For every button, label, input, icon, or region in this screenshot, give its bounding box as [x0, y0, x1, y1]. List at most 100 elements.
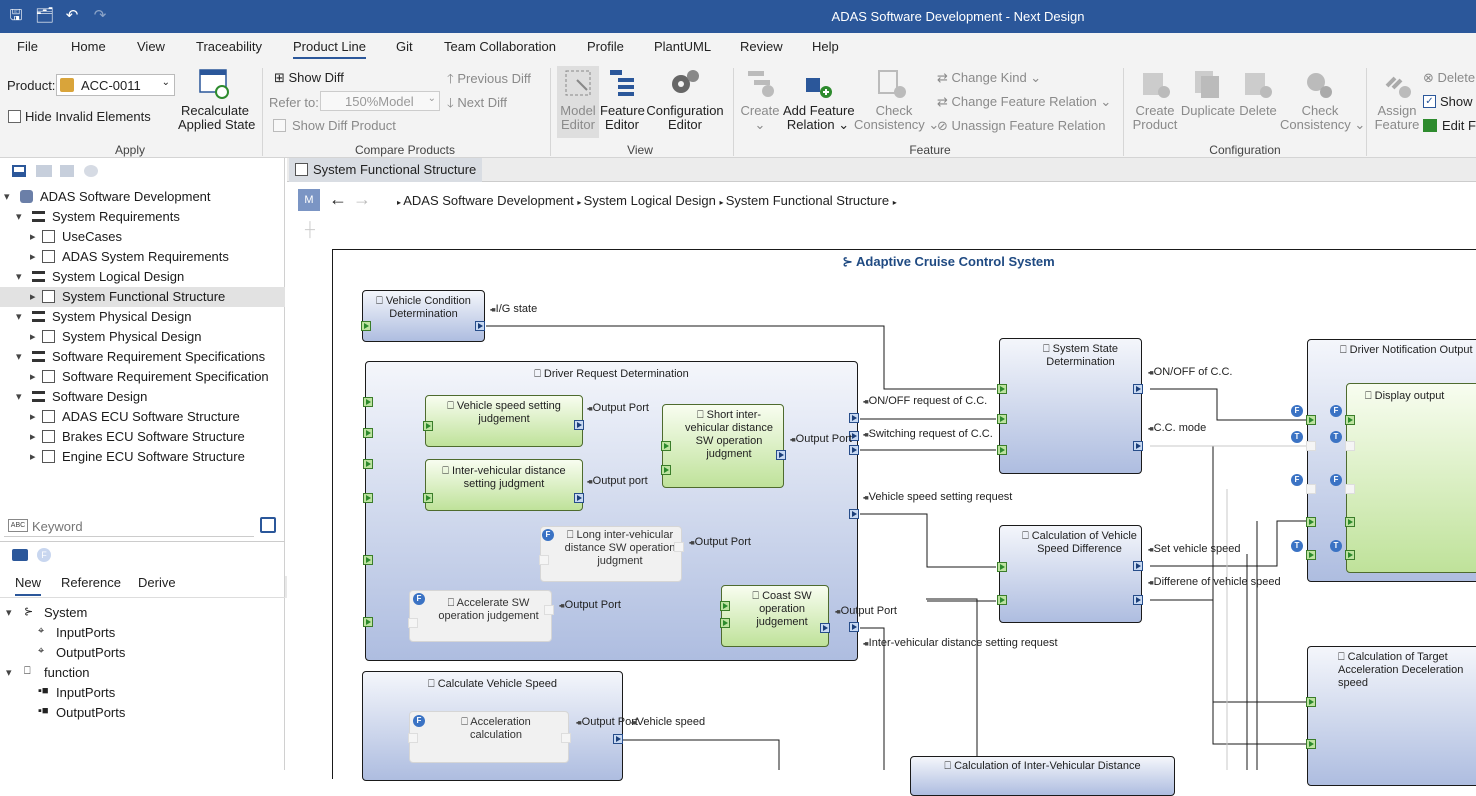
- palette-item[interactable]: ⌖InputPorts: [0, 623, 285, 643]
- output-port[interactable]: [1133, 441, 1143, 451]
- output-port[interactable]: [1133, 384, 1143, 394]
- chevron-right-icon[interactable]: ▸: [30, 431, 36, 443]
- chevron-right-icon[interactable]: ▸: [30, 411, 36, 423]
- duplicate-button[interactable]: Duplicate: [1180, 103, 1236, 118]
- breadcrumb-item[interactable]: System Functional Structure: [725, 193, 890, 208]
- input-port[interactable]: [1306, 441, 1316, 451]
- menu-plantuml[interactable]: PlantUML: [654, 39, 712, 54]
- input-port[interactable]: [363, 493, 373, 503]
- undo-icon[interactable]: ↶: [65, 7, 79, 24]
- tree-item[interactable]: ▸ADAS System Requirements: [0, 247, 285, 267]
- vehicle-speed-difference-block[interactable]: ⎕ Calculation of Vehicle Speed Differenc…: [999, 525, 1142, 623]
- chevron-down-icon[interactable]: ▾: [4, 191, 10, 203]
- input-port[interactable]: [1345, 441, 1355, 451]
- tab-system-functional-structure[interactable]: System Functional Structure: [289, 158, 483, 182]
- palette-item[interactable]: ▪■OutputPorts: [0, 703, 285, 723]
- input-port[interactable]: [1345, 550, 1355, 560]
- input-port[interactable]: [997, 445, 1007, 455]
- input-port[interactable]: [997, 384, 1007, 394]
- redo-icon[interactable]: ↷: [93, 7, 107, 24]
- short-distance-sw-judgment-block[interactable]: ⎕ Short inter-vehicular distance SW oper…: [662, 404, 784, 488]
- output-port[interactable]: [776, 450, 786, 460]
- chevron-down-icon[interactable]: ▾: [16, 351, 22, 363]
- palette-item[interactable]: ▾⊱System: [0, 603, 285, 623]
- input-port[interactable]: [423, 493, 433, 503]
- tree-item[interactable]: ▾System Physical Design: [0, 307, 285, 327]
- target-acceleration-block[interactable]: ⎕ Calculation of Target Acceleration Dec…: [1307, 646, 1476, 786]
- chevron-right-icon[interactable]: ▸: [30, 231, 36, 243]
- tree-item[interactable]: ▾System Logical Design: [0, 267, 285, 287]
- tree-item[interactable]: ▸System Physical Design: [0, 327, 285, 347]
- hide-invalid-checkbox[interactable]: [8, 110, 21, 123]
- chevron-right-icon[interactable]: ▸: [30, 331, 36, 343]
- input-port[interactable]: [1306, 517, 1316, 527]
- input-port[interactable]: [363, 555, 373, 565]
- structure-view-icon[interactable]: [12, 165, 26, 177]
- chevron-down-icon[interactable]: ▾: [6, 667, 12, 679]
- input-port[interactable]: [539, 555, 549, 565]
- input-port[interactable]: [1306, 484, 1316, 494]
- tree-item[interactable]: ▸Brakes ECU Software Structure: [0, 427, 285, 447]
- create-button[interactable]: Create⌄: [740, 103, 780, 132]
- tab-derive[interactable]: Derive: [138, 575, 176, 590]
- previous-diff-button[interactable]: 🡑 Previous Diff: [447, 71, 531, 86]
- unassign-feature-relation-button[interactable]: ⊘ Unassign Feature Relation: [937, 118, 1106, 133]
- output-port[interactable]: [820, 623, 830, 633]
- palette-item[interactable]: ▾⎕function: [0, 663, 285, 683]
- vehicle-speed-setting-judgement-block[interactable]: ⎕ Vehicle speed setting judgement: [425, 395, 583, 447]
- menu-product-line[interactable]: Product Line: [293, 39, 366, 59]
- palette-icon[interactable]: [12, 549, 28, 561]
- breadcrumb-item[interactable]: ADAS Software Development: [403, 193, 574, 208]
- chevron-down-icon[interactable]: ▾: [16, 271, 22, 283]
- input-port[interactable]: [408, 618, 418, 628]
- refer-to-select[interactable]: 150%Model⌄: [320, 91, 440, 111]
- chevron-down-icon[interactable]: ▾: [16, 211, 22, 223]
- tree-item[interactable]: ▾System Requirements: [0, 207, 285, 227]
- delete-button[interactable]: Delete: [1239, 103, 1277, 118]
- chevron-down-icon[interactable]: ▾: [6, 607, 12, 619]
- diagram-canvas[interactable]: ┼ ⊱ Adaptive Cruise Control System ⎕ Veh…: [287, 217, 1476, 796]
- tree-item[interactable]: ▸System Functional Structure: [0, 287, 285, 307]
- output-port[interactable]: [574, 420, 584, 430]
- chevron-right-icon[interactable]: ▸: [30, 251, 36, 263]
- menu-home[interactable]: Home: [71, 39, 106, 54]
- output-port[interactable]: [475, 321, 485, 331]
- input-port[interactable]: [661, 441, 671, 451]
- vehicle-condition-determination-block[interactable]: ⎕ Vehicle Condition Determination: [362, 290, 485, 342]
- input-port[interactable]: [361, 321, 371, 331]
- palette-item[interactable]: ⌖OutputPorts: [0, 643, 285, 663]
- menu-git[interactable]: Git: [396, 39, 413, 54]
- next-diff-button[interactable]: 🡓 Next Diff: [447, 95, 507, 110]
- tab-reference[interactable]: Reference: [61, 575, 121, 590]
- palette-item[interactable]: ▪■InputPorts: [0, 683, 285, 703]
- tab-new[interactable]: New: [15, 575, 42, 596]
- output-port[interactable]: [849, 509, 859, 519]
- input-port[interactable]: [1306, 415, 1316, 425]
- input-port[interactable]: [997, 595, 1007, 605]
- keyword-search[interactable]: ABC: [4, 515, 254, 537]
- filter-icon[interactable]: [260, 517, 276, 533]
- tree-item[interactable]: ▸UseCases: [0, 227, 285, 247]
- keyword-input[interactable]: [32, 517, 242, 535]
- output-port[interactable]: [1133, 595, 1143, 605]
- input-port[interactable]: [997, 414, 1007, 424]
- output-port[interactable]: [849, 622, 859, 632]
- chevron-down-icon[interactable]: ▾: [16, 391, 22, 403]
- tree-item[interactable]: ▸Engine ECU Software Structure: [0, 447, 285, 467]
- breadcrumb-item[interactable]: System Logical Design: [583, 193, 716, 208]
- output-port[interactable]: [574, 493, 584, 503]
- input-port[interactable]: [363, 428, 373, 438]
- save-all-icon[interactable]: 🗂: [35, 7, 55, 24]
- menu-review[interactable]: Review: [740, 39, 783, 54]
- acceleration-calculation-block[interactable]: ⎕ Acceleration calculation: [409, 711, 569, 763]
- input-port[interactable]: [1306, 550, 1316, 560]
- tree-item[interactable]: ▸Software Requirement Specification: [0, 367, 285, 387]
- input-port[interactable]: [661, 465, 671, 475]
